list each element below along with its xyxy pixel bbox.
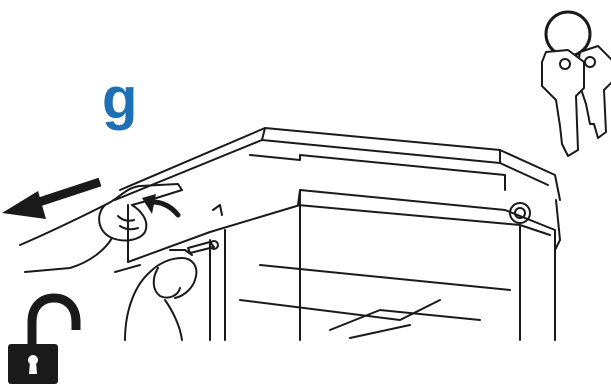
unlock-icon (8, 298, 76, 384)
hand-lower (115, 250, 196, 340)
key-in-lock (188, 241, 218, 253)
printer-body (115, 128, 560, 340)
keys-icon (542, 12, 611, 156)
arrow-left-icon (2, 182, 100, 219)
